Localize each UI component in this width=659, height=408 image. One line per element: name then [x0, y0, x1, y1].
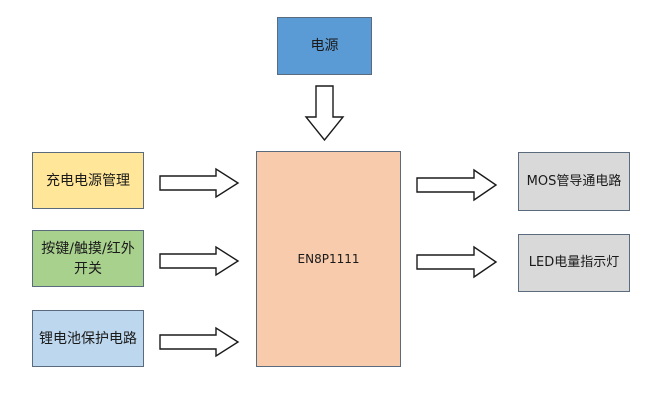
arrow-mcu-to-led	[416, 245, 498, 279]
switch-input-block: 按键/触摸/红外开关	[32, 230, 144, 287]
arrow-switch-to-mcu	[159, 245, 240, 277]
power-block: 电源	[277, 17, 372, 75]
mcu-label: EN8P1111	[297, 252, 360, 266]
switch-input-label: 按键/触摸/红外开关	[41, 240, 135, 277]
arrow-battery-to-mcu	[159, 326, 240, 358]
mcu-block: EN8P1111	[256, 151, 401, 367]
led-indicator-block: LED电量指示灯	[518, 234, 630, 292]
mos-driver-block: MOS管导通电路	[518, 152, 630, 211]
arrow-charge-to-mcu	[159, 167, 240, 199]
arrow-power-to-mcu	[304, 85, 345, 142]
power-label: 电源	[310, 38, 339, 54]
mos-driver-label: MOS管导通电路	[526, 173, 622, 189]
battery-protection-label: 锂电池保护电路	[39, 330, 137, 347]
arrow-mcu-to-mos	[416, 168, 498, 202]
led-indicator-label: LED电量指示灯	[528, 255, 620, 270]
charge-management-label: 充电电源管理	[46, 172, 130, 189]
battery-protection-block: 锂电池保护电路	[32, 310, 144, 367]
charge-management-block: 充电电源管理	[32, 152, 144, 209]
